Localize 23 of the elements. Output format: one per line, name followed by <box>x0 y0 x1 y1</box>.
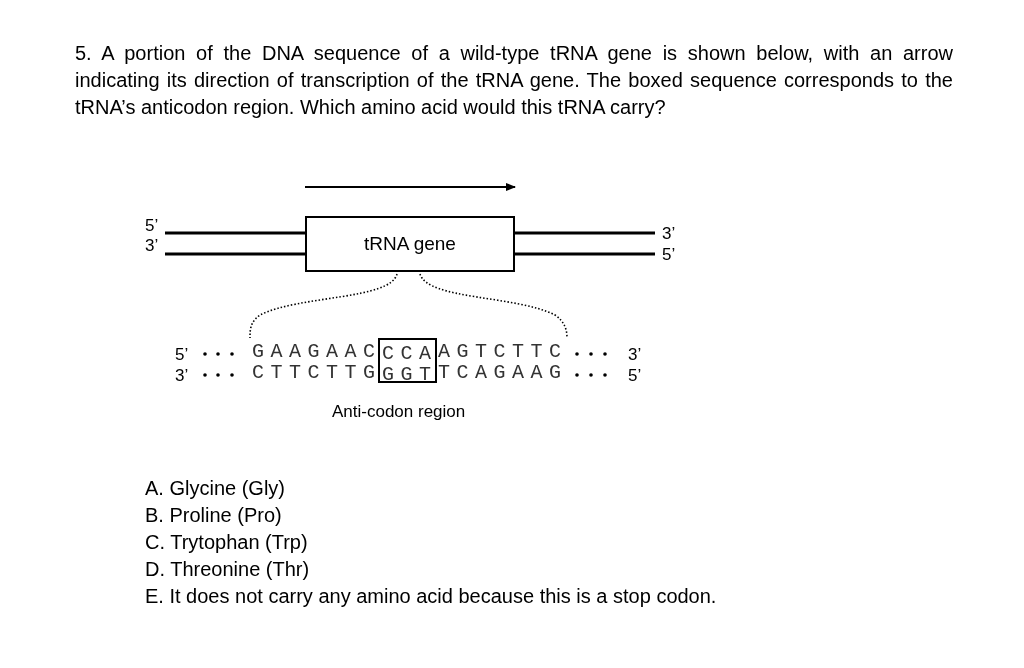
strand-end-label: 5’ <box>145 217 159 234</box>
sequence-text: CTTCTTG <box>252 363 382 383</box>
strand-end-label: 3’ <box>145 237 159 254</box>
sequence-text: GAAGAAC <box>252 342 382 362</box>
strand-end-label: 3’ <box>662 225 676 242</box>
answer-option: B. Proline (Pro) <box>145 505 282 525</box>
answer-option: E. It does not carry any amino acid because this is a stop codon. <box>145 586 717 606</box>
sequence-text: AGTCTTC <box>438 342 568 362</box>
sequence-text: TCAGAAG <box>438 363 568 383</box>
strand-end-label: 5’ <box>628 367 642 384</box>
question-text: 5. A portion of the DNA sequence of a wild-type tRNA gene is shown below, with an arrow indicating its direction of transcription of the tRNA gene. The boxed sequence corresponds to the tRNA’s anticodon region. Which amino acid would this tRNA carry? <box>75 41 953 120</box>
sequence-text: GGT <box>382 365 438 385</box>
region-caption: Anti-codon region <box>332 403 466 420</box>
answer-option: A. Glycine (Gly) <box>145 478 286 498</box>
anticodon-box <box>378 338 437 383</box>
answer-option: D. Threonine (Thr) <box>145 559 310 579</box>
strand-end-label: 3’ <box>628 346 642 363</box>
strand-end-label: 5’ <box>662 246 676 263</box>
sequence-text: CCA <box>382 344 438 364</box>
strand-end-label: 5’ <box>175 346 189 363</box>
gene-box: tRNA gene <box>305 216 515 272</box>
strand-end-label: 3’ <box>175 367 189 384</box>
answer-option: C. Trytophan (Trp) <box>145 532 308 552</box>
